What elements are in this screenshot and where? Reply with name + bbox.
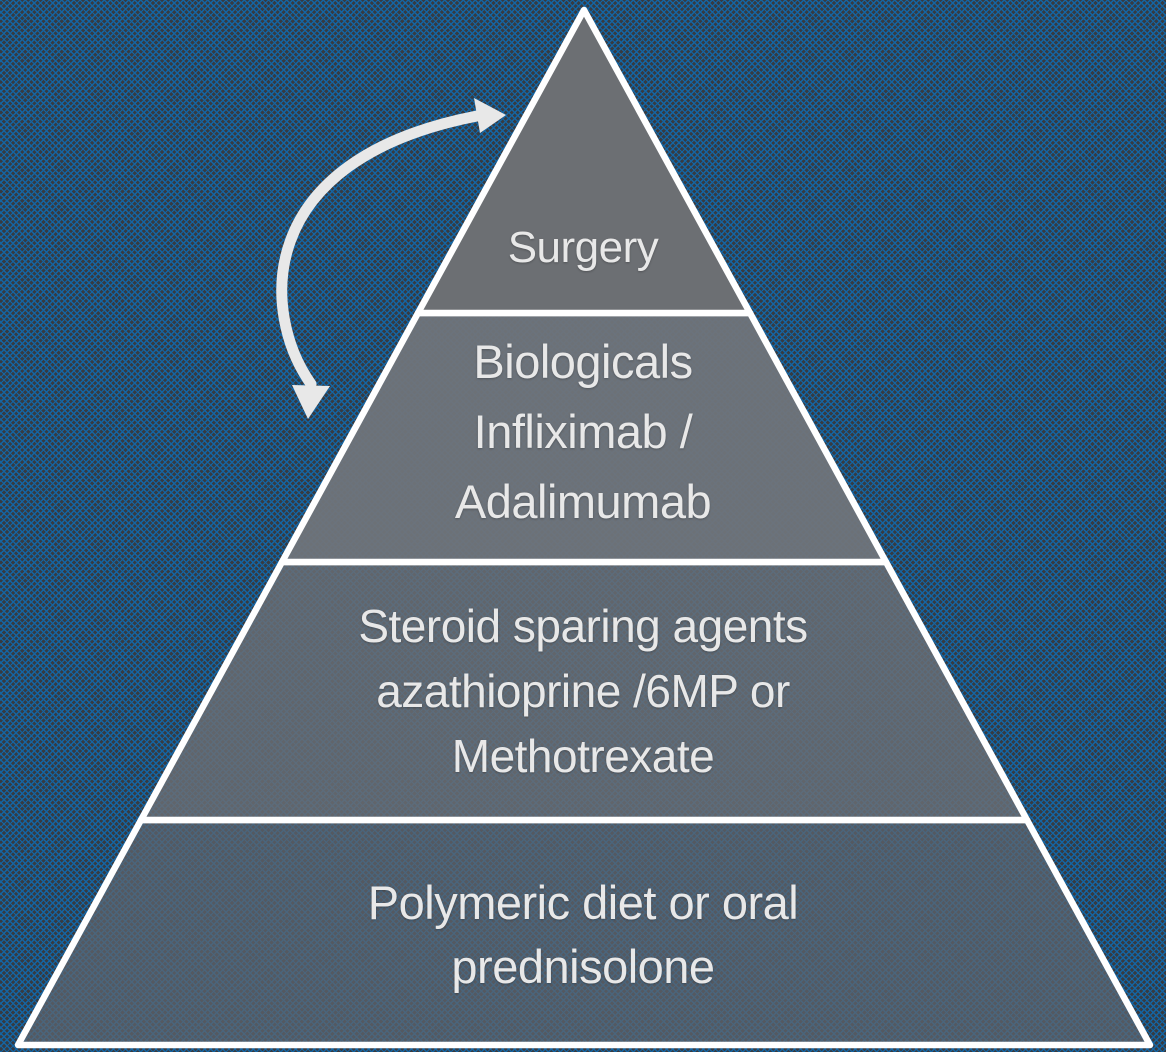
- pyramid-tier-shape-first-line-therapy: [14, 816, 1154, 1049]
- pyramid-tier-shape-steroid-sparing-agents: [137, 558, 1031, 824]
- pyramid-tier-shape-biologicals: [278, 309, 890, 566]
- arrow-shaft: [276, 110, 483, 390]
- arrow-head-lower: [292, 385, 330, 419]
- pyramid-tier-shape-surgery: [414, 6, 754, 317]
- arrow-head-upper: [474, 98, 506, 133]
- escalation-arrow: [276, 98, 506, 419]
